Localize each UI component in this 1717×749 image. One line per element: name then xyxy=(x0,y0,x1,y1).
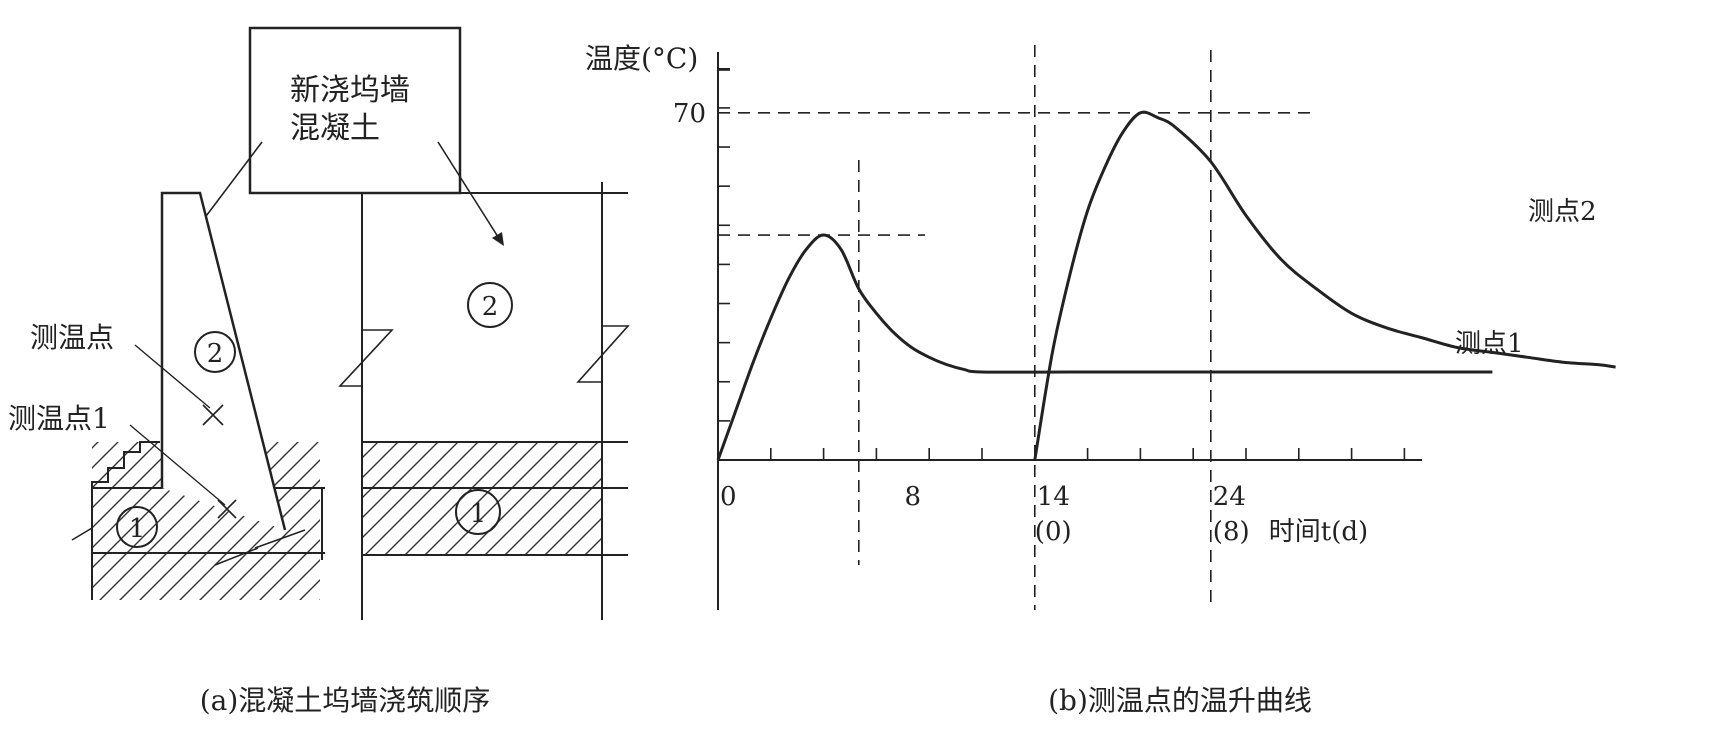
caption-b: (b)测温点的温升曲线 xyxy=(1048,684,1312,717)
wall-outline xyxy=(160,191,287,531)
leader-measure-2 xyxy=(134,344,211,409)
x-tick-label: 0 xyxy=(720,482,737,512)
circle-2-left-text: 2 xyxy=(207,339,224,369)
arrow-to-section xyxy=(437,141,501,241)
crack-line xyxy=(254,529,306,549)
tick-labels: 0 8 14 24 70 xyxy=(673,99,1246,512)
box-label-line1: 新浇坞墙 xyxy=(290,73,410,108)
x-tick-label: 14 xyxy=(1037,482,1070,512)
break-symbol-left xyxy=(338,329,394,387)
x-tick-label: 24 xyxy=(1213,482,1246,512)
series-label-point2: 测点2 xyxy=(1528,197,1597,227)
wall-fill xyxy=(162,193,285,530)
circle-1-right-text: 1 xyxy=(470,499,487,529)
series-group xyxy=(716,110,1616,461)
step-outline xyxy=(91,441,160,600)
leader-measure-1 xyxy=(129,424,226,506)
circle-1-left xyxy=(116,506,158,548)
series-line-2 xyxy=(1033,110,1616,461)
series-label-point1: 测点1 xyxy=(1455,329,1524,359)
caption-a: (a)混凝土坞墙浇筑顺序 xyxy=(200,684,491,717)
circle-2-left xyxy=(194,331,236,373)
crack-line-2 xyxy=(214,547,259,566)
measure-mark-2 xyxy=(202,404,224,426)
series-line-1 xyxy=(716,233,1493,461)
x-sub-label-14: (0) xyxy=(1035,517,1072,547)
y-tick-label: 70 xyxy=(673,99,706,129)
y-minor-ticks xyxy=(718,68,730,422)
circle-1-left-text: 1 xyxy=(129,514,146,544)
x-axis-label: 时间t(d) xyxy=(1269,517,1368,547)
measure-mark-1 xyxy=(217,499,237,519)
circle-1-right xyxy=(455,489,501,535)
circle-2-right xyxy=(467,282,513,328)
new-concrete-box xyxy=(248,26,462,195)
circle-2-right-text: 2 xyxy=(482,292,499,322)
x-tick-label: 8 xyxy=(905,482,922,512)
break-mark-left xyxy=(71,527,93,541)
x-minor-ticks xyxy=(769,448,1406,460)
x-sub-label-24: (8) xyxy=(1213,517,1250,547)
measure-point1-label: 测温点1 xyxy=(8,402,110,435)
foundation-hatch-right xyxy=(362,442,602,555)
break-symbol-right xyxy=(576,325,630,383)
arrow-head-right xyxy=(492,232,504,246)
panel-a: 新浇坞墙 混凝土 2 1 测温点 测温点1 xyxy=(8,26,630,717)
y-axis-label: 温度(°C) xyxy=(585,42,698,75)
measure-point-label: 测温点 xyxy=(30,321,114,354)
panel-b-chart: 0 8 14 24 70 温度(°C) 测点1 测点2 (0) (8) 时间t(d) (… xyxy=(585,42,1616,717)
box-label-line2: 混凝土 xyxy=(290,111,380,146)
